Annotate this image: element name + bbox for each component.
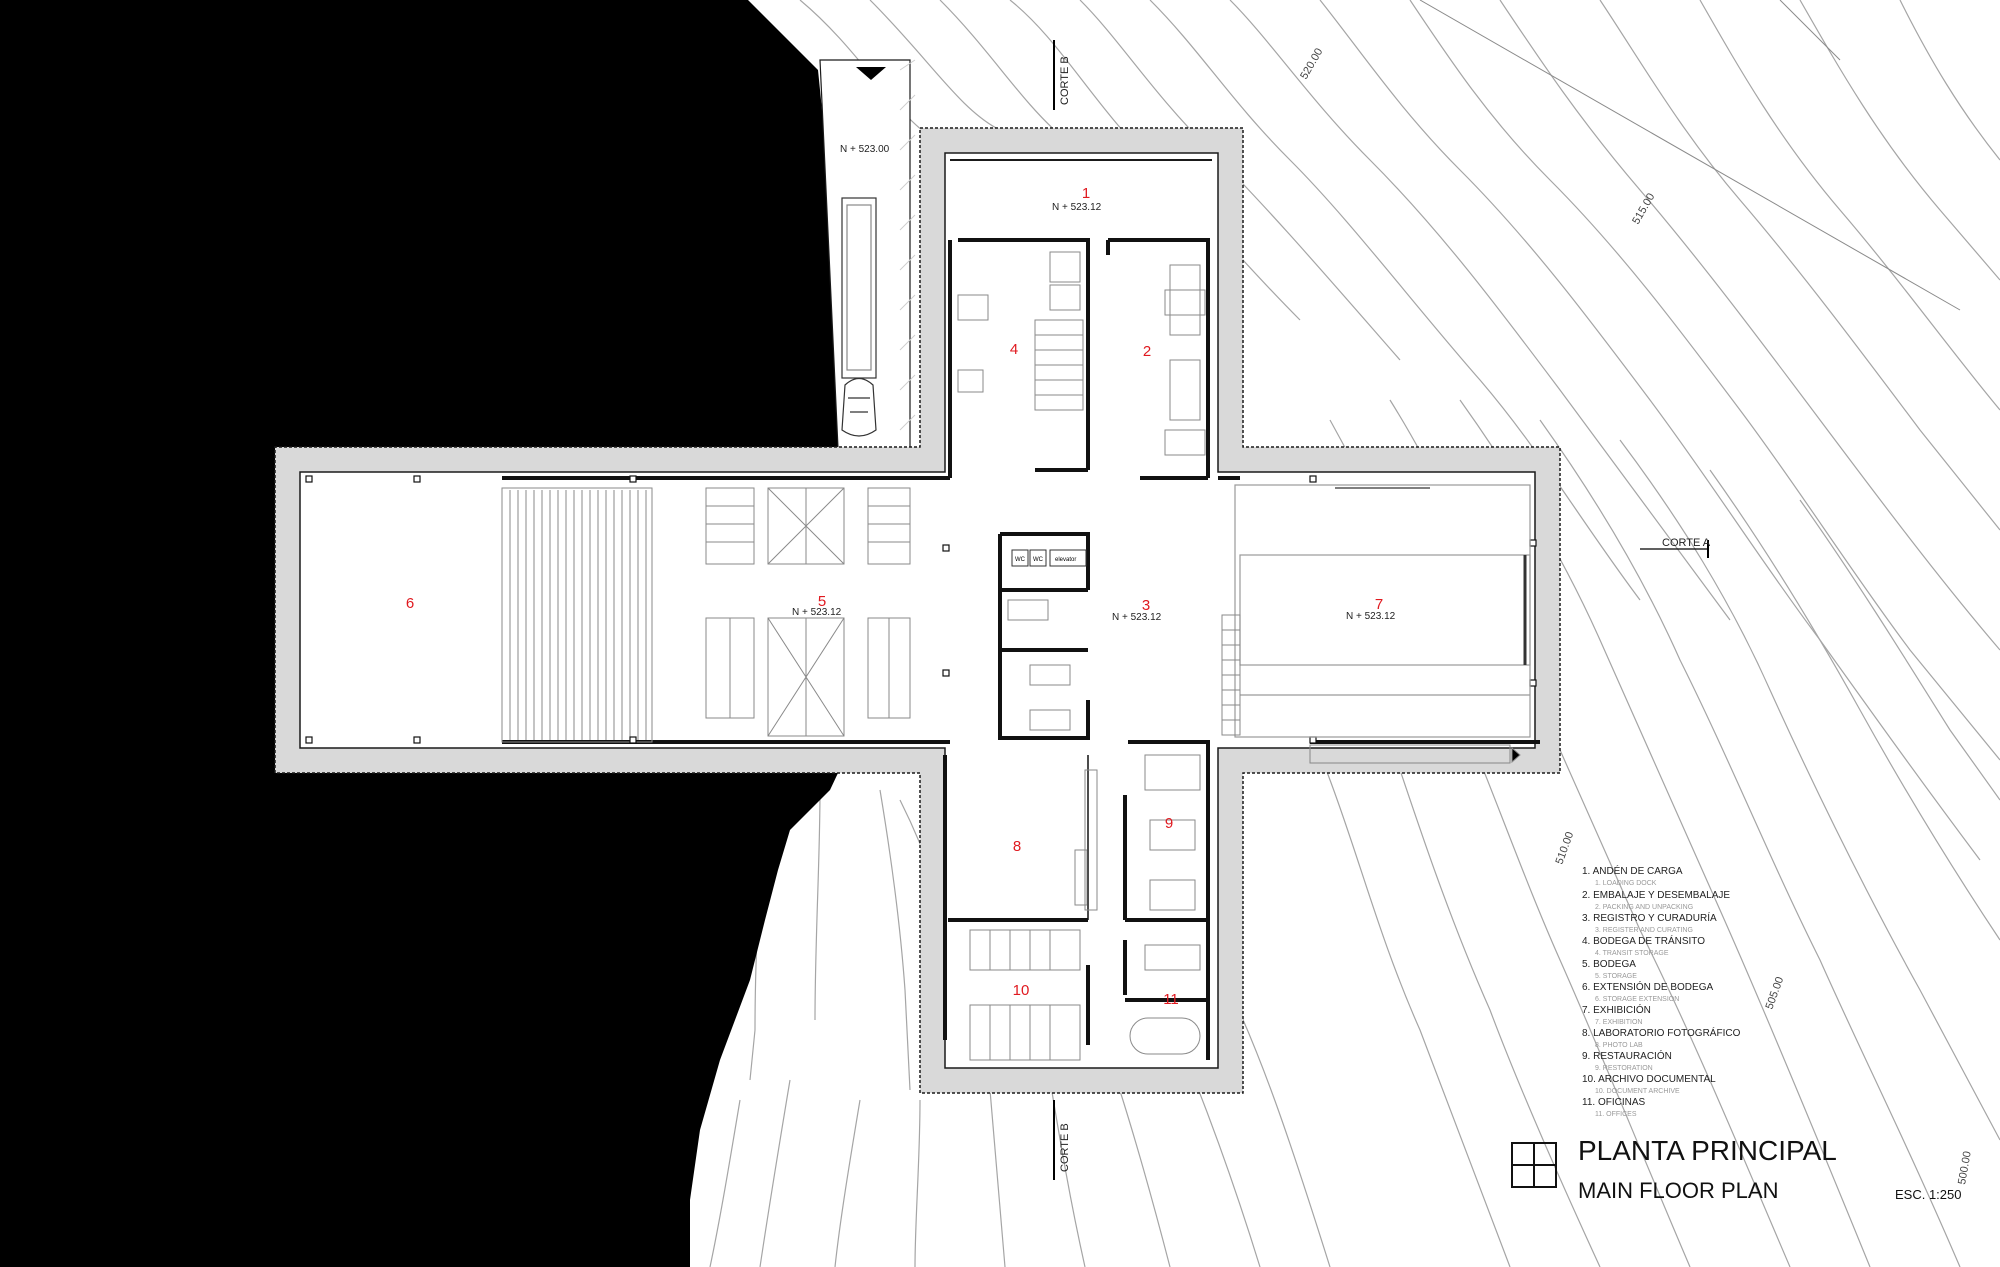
level-room-5: N + 523.12 (792, 607, 842, 618)
room-number-11: 11 (1163, 991, 1179, 1008)
legend-item-3-en: 3. REGISTER AND CURATING (1595, 927, 1693, 934)
room-number-6: 6 (406, 595, 414, 612)
room-number-2: 2 (1143, 343, 1151, 360)
legend-item-4-en: 4. TRANSIT STORAGE (1595, 950, 1669, 957)
room-numbers: 1 2 3 4 5 6 7 8 9 10 11 (406, 185, 1383, 1008)
legend-item-4-es: 4. BODEGA DE TRÁNSITO (1582, 934, 1705, 947)
core-small-labels: WC WC elevator (1011, 549, 1087, 567)
contour-label-500: 500.00 (1956, 1150, 1974, 1185)
building-outer-wall (274, 127, 1561, 1094)
scale-label: ESC. 1:250 (1895, 1187, 1962, 1202)
legend-item-3-es: 3. REGISTRO Y CURADURÍA (1582, 911, 1717, 924)
title-es: PLANTA PRINCIPAL (1578, 1135, 1837, 1166)
contour-label-520: 520.00 (1298, 46, 1325, 81)
truck-icon (841, 197, 877, 437)
legend-item-2-en: 2. PACKING AND UNPACKING (1595, 904, 1693, 911)
room-number-10: 10 (1013, 982, 1030, 999)
legend-item-2-es: 2. EMBALAJE Y DESEMBALAJE (1582, 890, 1730, 901)
wc-label-1: WC (1015, 557, 1026, 563)
room-number-4: 4 (1010, 341, 1018, 358)
legend-item-8-es: 8. LABORATORIO FOTOGRÁFICO (1582, 1026, 1741, 1039)
loading-dock-exterior (819, 59, 916, 449)
legend-item-10-es: 10. ARCHIVO DOCUMENTAL (1582, 1074, 1716, 1085)
legend-item-9-en: 9. RESTORATION (1595, 1065, 1653, 1072)
room-number-5: 5 (818, 593, 826, 610)
legend-item-9-es: 9. RESTAURACIÓN (1582, 1049, 1672, 1062)
legend-item-6-es: 6. EXTENSIÓN DE BODEGA (1582, 980, 1713, 993)
section-label-a: CORTE A (1662, 537, 1711, 549)
section-label-b-top: CORTE B (1059, 56, 1071, 105)
legend-item-1-en: 1. LOADING DOCK (1595, 880, 1657, 887)
plan-symbol-icon (1511, 1142, 1557, 1188)
contour-label-515: 515.00 (1630, 191, 1657, 226)
level-room-3: N + 523.12 (1112, 612, 1162, 623)
legend-item-5-es: 5. BODEGA (1582, 959, 1636, 970)
storage-racks (501, 487, 911, 743)
contour-label-510: 510.00 (1554, 830, 1577, 866)
interior-walls (502, 238, 1540, 1060)
level-room-7: N + 523.12 (1346, 611, 1396, 622)
section-label-b-bottom: CORTE B (1059, 1123, 1071, 1172)
elevator-label: elevator (1055, 557, 1076, 563)
room-number-9: 9 (1165, 815, 1173, 832)
legend-item-7-en: 7. EXHIBITION (1595, 1019, 1642, 1026)
excavated-terrain-black (0, 0, 838, 1267)
legend-item-8-en: 8. PHOTO LAB (1595, 1042, 1643, 1049)
wc-label-2: WC (1033, 557, 1044, 563)
legend-item-5-en: 5. STORAGE (1595, 973, 1637, 980)
room-number-1: 1 (1082, 185, 1090, 202)
level-exterior: N + 523.00 (840, 144, 890, 155)
furniture (957, 251, 1206, 1061)
room-number-7: 7 (1375, 596, 1383, 613)
level-room-1: N + 523.12 (1052, 202, 1102, 213)
room-number-3: 3 (1142, 597, 1150, 614)
legend-item-7-es: 7. EXHIBICIÓN (1582, 1003, 1651, 1016)
access-ramp (1221, 614, 1521, 764)
legend-item-6-en: 6. STORAGE EXTENSION (1595, 996, 1679, 1003)
contour-label-505: 505.00 (1764, 975, 1787, 1011)
legend-item-11-en: 11. OFFICES (1595, 1111, 1637, 1118)
legend: 1. ANDÉN DE CARGA 1. LOADING DOCK 2. EMB… (1582, 864, 1741, 1118)
title-en: MAIN FLOOR PLAN (1578, 1178, 1778, 1203)
legend-item-1-es: 1. ANDÉN DE CARGA (1582, 864, 1683, 877)
legend-item-10-en: 10. DOCUMENT ARCHIVE (1595, 1088, 1680, 1095)
section-markers (1053, 40, 1709, 1180)
section-labels: CORTE B CORTE B CORTE A (1059, 56, 1711, 1172)
title-block: PLANTA PRINCIPAL MAIN FLOOR PLAN ESC. 1:… (1511, 1135, 1962, 1203)
north-arrow-icon (856, 67, 886, 80)
level-annotations: N + 523.00 N + 523.12 N + 523.12 N + 523… (792, 144, 1396, 623)
room-number-8: 8 (1013, 838, 1021, 855)
exhibition-panels (1234, 484, 1531, 738)
legend-item-11-es: 11. OFICINAS (1582, 1097, 1645, 1108)
